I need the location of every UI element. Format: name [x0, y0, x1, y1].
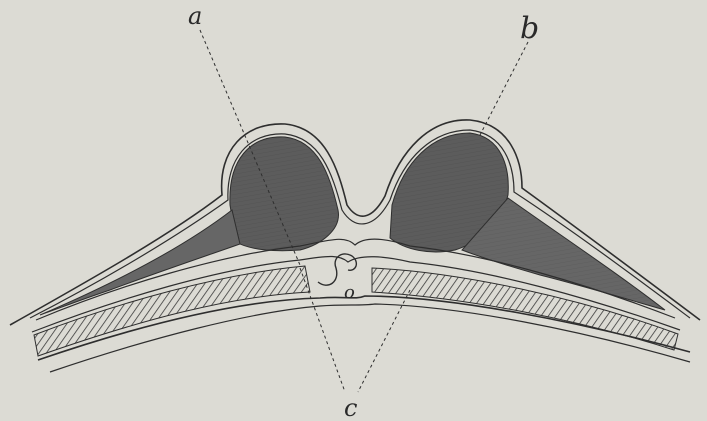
label-a: a: [188, 2, 202, 30]
label-o: o: [344, 282, 355, 303]
label-b: b: [520, 11, 539, 46]
label-c: c: [344, 394, 357, 421]
